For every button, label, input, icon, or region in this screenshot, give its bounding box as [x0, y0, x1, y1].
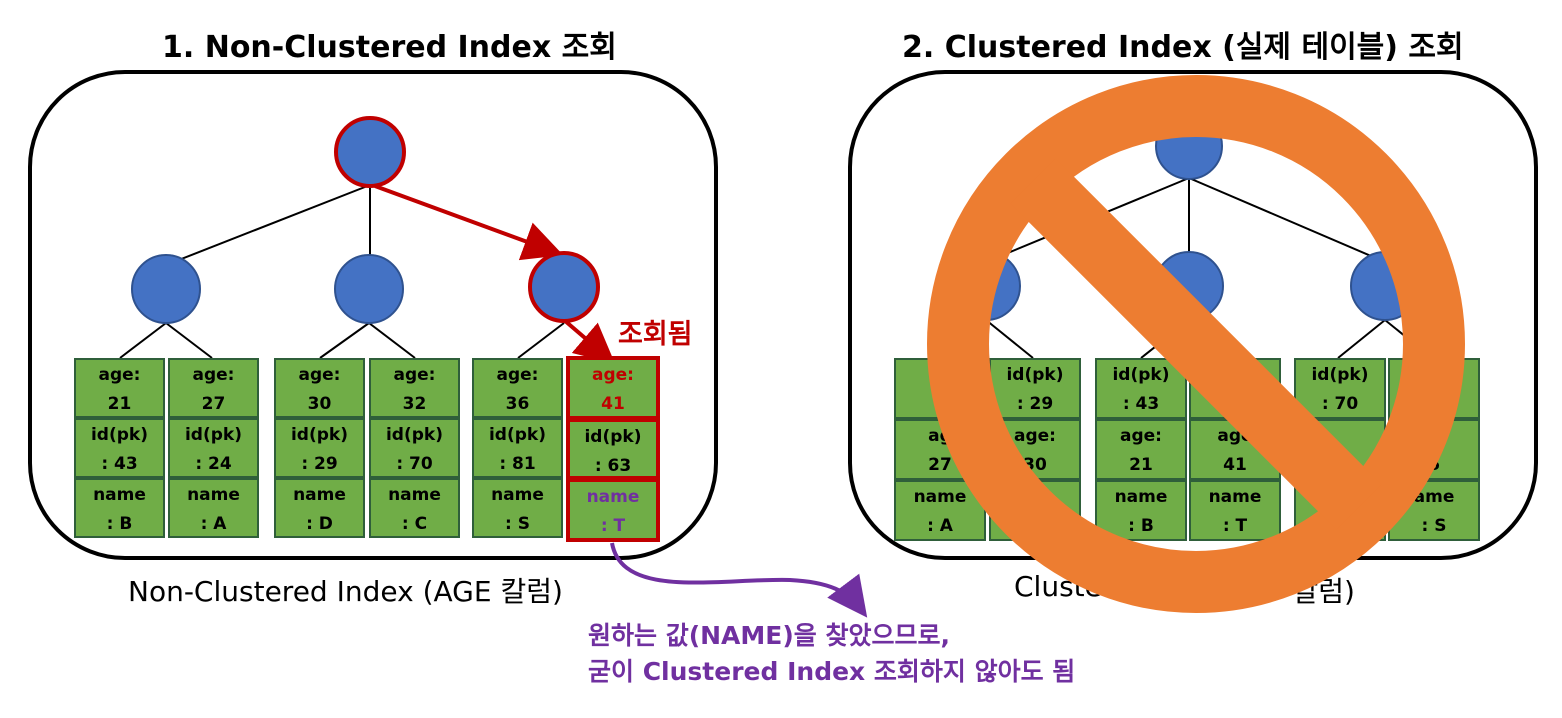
leaf-cell: [989, 480, 1081, 541]
found-leaf-cell-id: id(pk): 63: [566, 418, 660, 480]
left-tree-edges: [119, 184, 565, 359]
leaf-cell: id:: [894, 358, 986, 419]
leaf-cell: name: C: [369, 478, 460, 538]
leaf-cell: name: T: [1189, 480, 1281, 541]
leaf-cell: name: B: [1095, 480, 1187, 541]
left-index-container: [28, 70, 718, 560]
found-leaf-cell-name: name: T: [566, 478, 660, 542]
leaf-cell: id(pk): 70: [1294, 358, 1386, 419]
leaf-cell: age:36: [472, 358, 563, 418]
leaf-cell: ): [1388, 358, 1480, 419]
leaf-cell: id(pk): 43: [1095, 358, 1187, 419]
leaf-cell: id(pk): 29: [989, 358, 1081, 419]
leaf-cell: id(pk): 29: [274, 418, 365, 478]
leaf-cell: id(pk): 43: [74, 418, 165, 478]
leaf-cell: ame: S: [1388, 480, 1480, 541]
found-label: 조회됨: [618, 319, 693, 350]
leaf-cell: [1294, 480, 1386, 541]
left-internal-node-2: [334, 254, 404, 324]
leaf-cell: [1294, 419, 1386, 480]
leaf-cell: id(pk): 24: [168, 418, 259, 478]
leaf-cell: age:21: [74, 358, 165, 418]
leaf-cell: name: D: [274, 478, 365, 538]
leaf-cell: age:27: [168, 358, 259, 418]
right-caption-right: D 칼럼): [1262, 575, 1355, 608]
right-internal-node-1: [951, 251, 1021, 321]
leaf-cell: age:21: [1095, 419, 1187, 480]
leaf-cell: name: S: [472, 478, 563, 538]
leaf-cell: name: A: [168, 478, 259, 538]
note-line-1: 원하는 값(NAME)을 찾았으므로,: [588, 621, 950, 650]
leaf-cell: name: B: [74, 478, 165, 538]
right-internal-node-2: [1154, 251, 1224, 321]
note-line-2: 굳이 Clustered Index 조회하지 않아도 됨: [588, 657, 1076, 686]
found-leaf-cell-age: age:41: [566, 356, 660, 420]
leaf-cell: [1189, 358, 1281, 419]
leaf-cell: age:32: [369, 358, 460, 418]
right-title: 2. Clustered Index (실제 테이블) 조회: [902, 30, 1464, 65]
leaf-cell: age:30: [274, 358, 365, 418]
leaf-cell: age:30: [989, 419, 1081, 480]
leaf-cell: name: A: [894, 480, 986, 541]
right-internal-node-3: [1350, 251, 1420, 321]
left-internal-node-3: [528, 251, 600, 323]
left-root-node: [334, 116, 406, 188]
left-caption: Non-Clustered Index (AGE 칼럼): [128, 575, 563, 608]
left-title: 1. Non-Clustered Index 조회: [162, 30, 617, 65]
right-root-node: [1155, 112, 1223, 180]
search-path-arrow-1: [374, 184, 564, 261]
left-internal-node-1: [131, 254, 201, 324]
leaf-cell: id(pk): 81: [472, 418, 563, 478]
leaf-cell: :6: [1388, 419, 1480, 480]
leaf-cell: id(pk): 70: [369, 418, 460, 478]
explanation-note: 원하는 값(NAME)을 찾았으므로, 굳이 Clustered Index 조…: [588, 618, 1075, 690]
search-path-arrow-2: [562, 318, 616, 364]
right-caption-left: Cluste: [1014, 570, 1102, 603]
